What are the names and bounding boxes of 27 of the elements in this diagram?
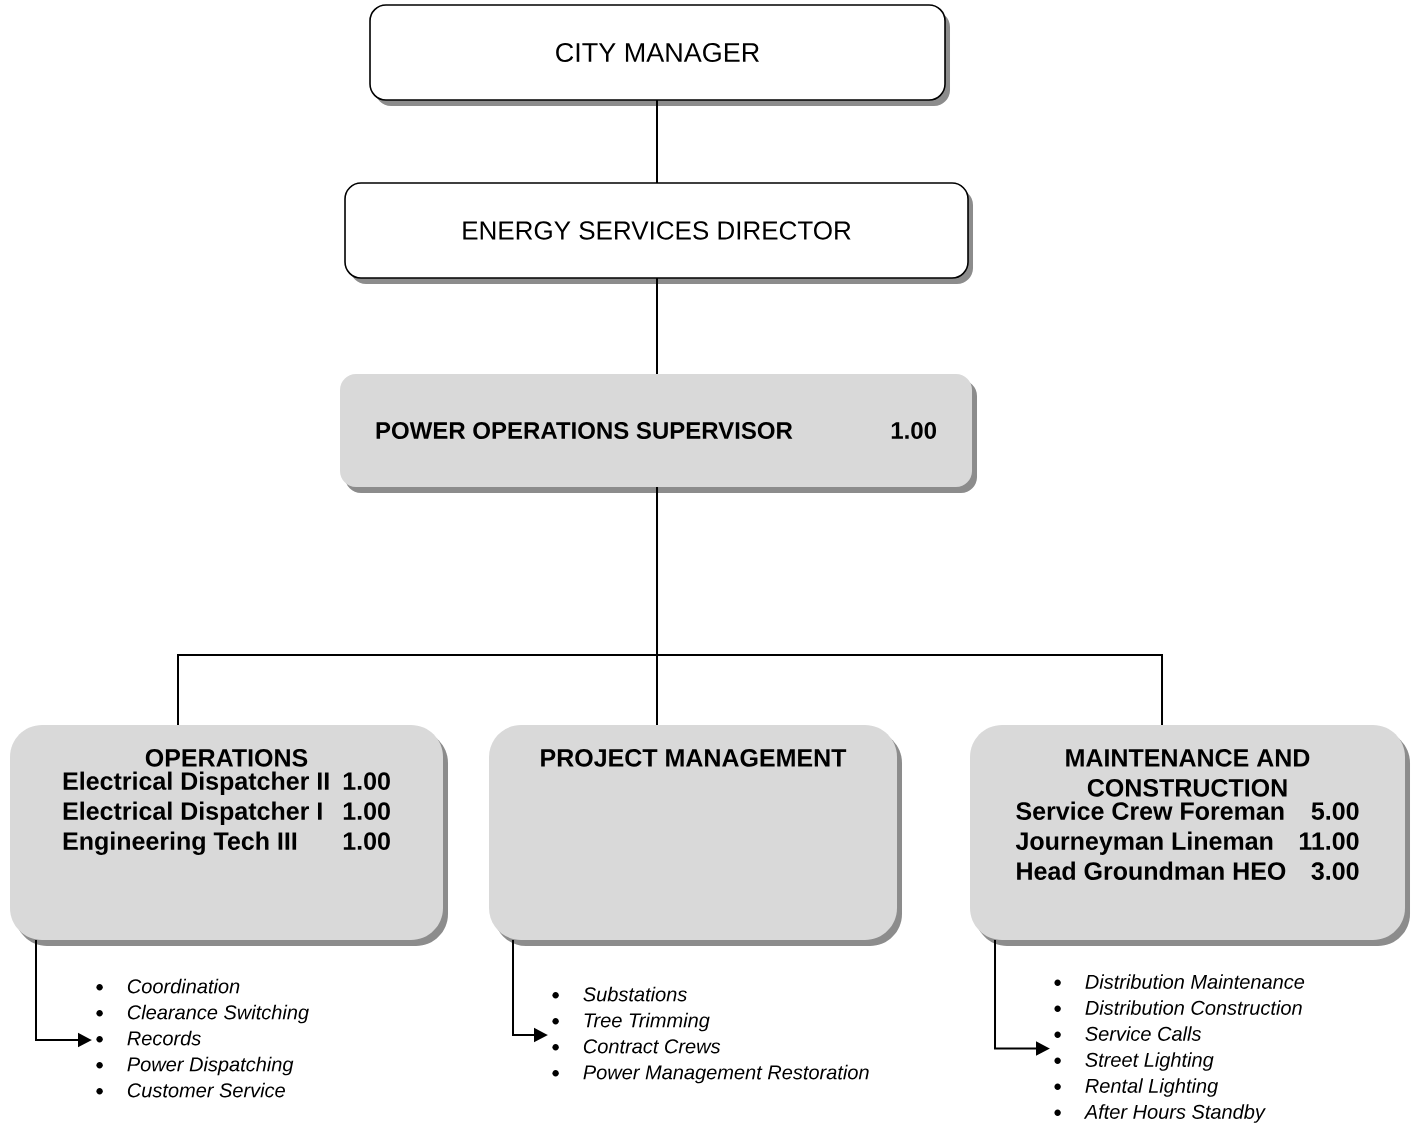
node-label: Clearance Switching bbox=[127, 1004, 309, 1024]
node-label: Rental Lighting bbox=[1085, 1078, 1219, 1097]
org-box: CITY MANAGER bbox=[369, 4, 950, 106]
node-label: Distribution Construction bbox=[1085, 1000, 1302, 1015]
node-label: Street Lighting bbox=[1085, 1052, 1214, 1071]
node-label: Tree Trimming bbox=[584, 1012, 710, 1032]
node-label: Power Dispatching bbox=[127, 1056, 294, 1076]
org-box: OPERATIONS Electrical Dispatcher II 1.00 Electrical Dispatcher I 1.00 Engineering Tech III 1.00 bbox=[10, 725, 448, 946]
node-label: Power Management Restoration bbox=[583, 1064, 869, 1084]
bullet-list: Distribution Maintenance Distribution Construction Service Calls Street Lighting Rental Lighting After Hours Standby bbox=[1054, 974, 1305, 1123]
connector bbox=[656, 277, 658, 375]
connector bbox=[656, 99, 658, 184]
bullet-list: Substations Tree Trimming Contract Crews Power Management Restoration bbox=[552, 986, 869, 1084]
node-label: Contract Crews bbox=[583, 1039, 721, 1054]
org-box: POWER OPERATIONS SUPERVISOR 1.00 bbox=[340, 374, 977, 493]
node-label: Distribution Maintenance bbox=[1085, 974, 1305, 989]
org-box: ENERGY SERVICES DIRECTOR bbox=[344, 182, 973, 284]
org-box: MAINTENANCE AND CONSTRUCTION Service Crew Foreman 5.00 Journeyman Lineman 11.00 Head Groundman HEO 3.00 bbox=[970, 725, 1410, 946]
bullet-list: Coordination Clearance Switching Records Power Dispatching Customer Service bbox=[96, 978, 309, 1098]
org-box: PROJECT MANAGEMENT bbox=[489, 725, 902, 946]
node-label: After Hours Standby bbox=[1083, 1104, 1266, 1123]
node-label: Service Calls bbox=[1085, 1026, 1202, 1041]
node-label: Records bbox=[127, 1030, 201, 1046]
node-label: Customer Service bbox=[127, 1082, 285, 1098]
node-label: Substations bbox=[583, 986, 687, 1002]
connector bbox=[656, 486, 1163, 726]
node-label: Coordination bbox=[127, 978, 240, 994]
